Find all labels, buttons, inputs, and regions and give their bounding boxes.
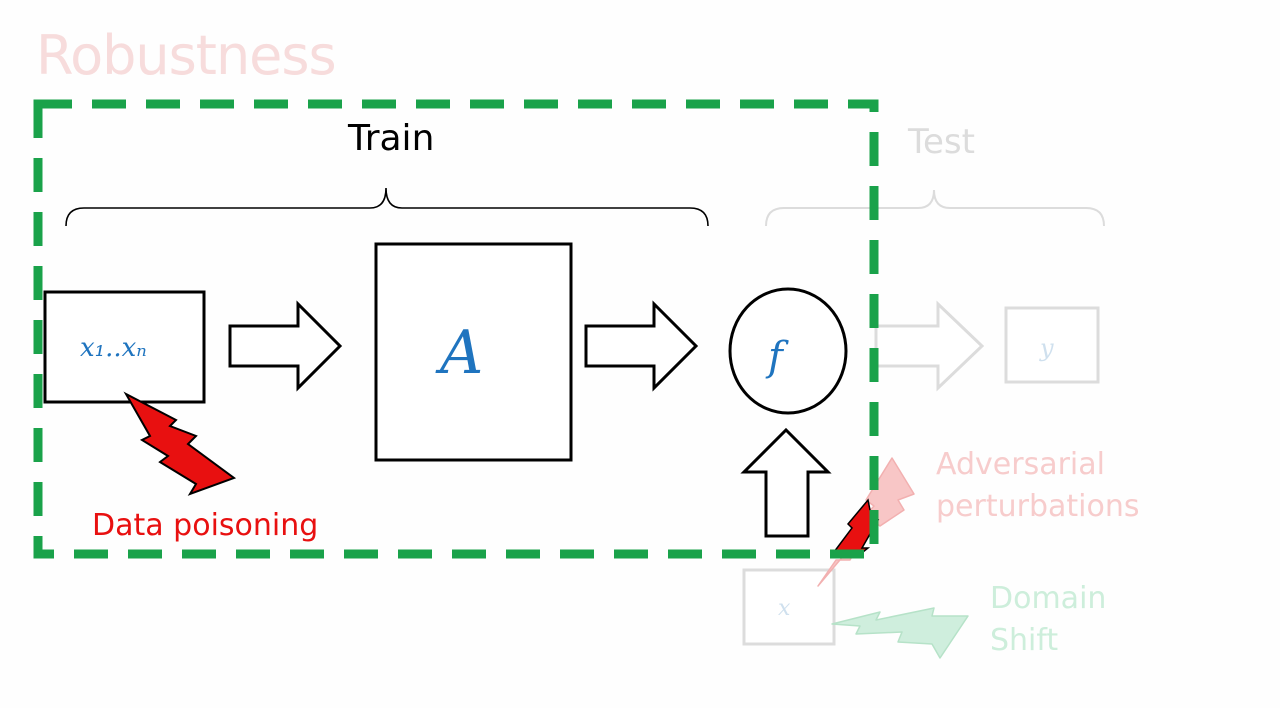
train-label: Train — [348, 118, 435, 159]
algorithm-to-model-arrow — [584, 300, 699, 392]
data-poisoning-bolt-icon — [123, 391, 237, 496]
model-math: f — [768, 334, 783, 380]
test-brace — [765, 189, 1105, 227]
train-brace — [65, 187, 709, 227]
model-to-output-arrow — [874, 300, 985, 392]
data-poisoning-label: Data poisoning — [92, 508, 319, 543]
training-data-box — [43, 290, 206, 404]
domain-shift-label: Domain Shift — [990, 578, 1106, 662]
domain-shift-bolt-icon — [831, 607, 969, 659]
data-to-algorithm-arrow — [228, 300, 343, 392]
test-input-box — [742, 568, 836, 646]
train-region-border — [33, 99, 879, 559]
input-math: x — [778, 596, 791, 621]
adversarial-label-line2: perturbations — [936, 489, 1140, 524]
adversarial-perturbations-label: Adversarial perturbations — [936, 444, 1139, 528]
output-box — [1004, 306, 1100, 384]
adversarial-label-line1: Adversarial — [936, 447, 1105, 482]
output-math: y — [1040, 334, 1054, 362]
training-data-math: x₁..xₙ — [80, 333, 147, 363]
algorithm-box — [374, 242, 573, 462]
domain-shift-label-line2: Shift — [990, 623, 1059, 658]
algorithm-math: A — [440, 318, 484, 388]
domain-shift-label-line1: Domain — [990, 581, 1107, 616]
input-to-model-arrow — [740, 427, 832, 538]
slide-title: Robustness — [36, 24, 337, 87]
test-label: Test — [908, 122, 975, 162]
model-circle — [728, 287, 848, 415]
